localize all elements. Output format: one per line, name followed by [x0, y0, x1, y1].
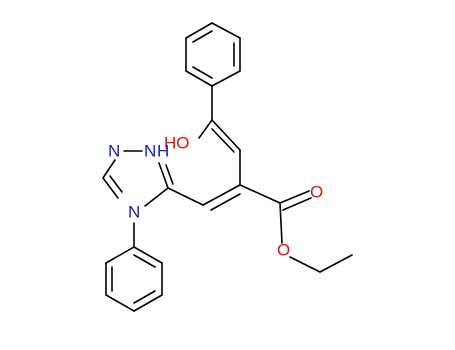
- bond: [133, 254, 156, 268]
- triazole-n2-h-label: H: [157, 141, 169, 160]
- bond: [102, 177, 119, 199]
- bond: [279, 190, 310, 204]
- bond: [211, 128, 235, 153]
- bond: [279, 202, 283, 244]
- bond: [165, 164, 174, 185]
- bond: [185, 22, 213, 39]
- bond: [133, 294, 163, 312]
- bond: [144, 187, 169, 207]
- triazole-n2-label: N: [144, 141, 156, 160]
- carbonyl-oxygen-label: O: [310, 182, 323, 201]
- bond: [185, 70, 213, 87]
- triazole-n1-label: N: [108, 141, 120, 160]
- bond: [239, 184, 281, 204]
- bond: [211, 22, 241, 39]
- triazole-n4-label: N: [128, 202, 140, 221]
- bond: [210, 193, 241, 211]
- bond: [102, 159, 116, 179]
- bond: [105, 294, 135, 312]
- bond: [167, 187, 204, 206]
- bond: [158, 162, 169, 189]
- bond: [192, 66, 213, 79]
- bond: [319, 254, 353, 273]
- bond: [133, 246, 163, 264]
- bond: [109, 175, 123, 193]
- bond: [105, 246, 135, 264]
- bond: [192, 30, 213, 43]
- bond: [282, 197, 312, 211]
- bond: [198, 119, 213, 139]
- bond: [133, 290, 156, 304]
- hydroxyl-label: HO: [164, 133, 190, 152]
- atom-labels: HO N N H N O O: [108, 133, 323, 259]
- bond: [289, 256, 321, 273]
- bonds: [102, 22, 353, 312]
- ester-oxygen-label: O: [277, 240, 290, 259]
- bond: [211, 119, 241, 151]
- bond: [202, 184, 241, 206]
- bond: [211, 70, 241, 87]
